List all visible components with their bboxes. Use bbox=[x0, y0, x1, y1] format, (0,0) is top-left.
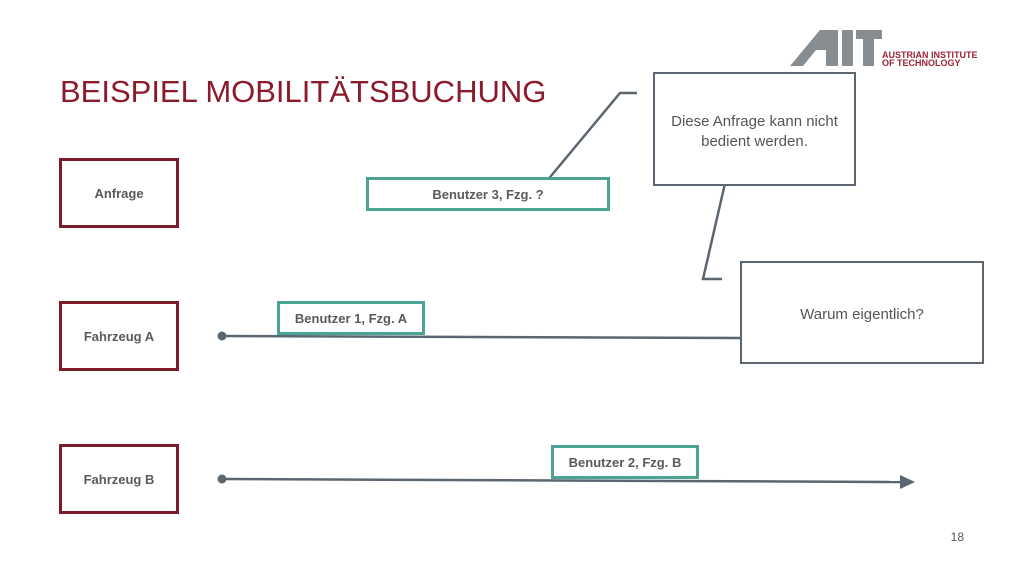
page-number: 18 bbox=[950, 530, 964, 544]
timeline-arrowhead-b bbox=[900, 475, 915, 489]
callout-why: Warum eigentlich? bbox=[740, 261, 984, 364]
timeline-start-dot-b bbox=[217, 474, 227, 484]
page-title: BEISPIEL MOBILITÄTSBUCHUNG bbox=[60, 74, 547, 109]
logo-line-1: AUSTRIAN INSTITUTE bbox=[882, 50, 978, 60]
ait-logo-icon bbox=[790, 30, 882, 66]
row-label-fahrzeug-b: Fahrzeug B bbox=[59, 444, 179, 514]
timeline-start-dot-a bbox=[217, 331, 227, 341]
timeline-fahrzeug-a bbox=[221, 334, 742, 340]
row-label-fahrzeug-a: Fahrzeug A bbox=[59, 301, 179, 371]
row-label-anfrage: Anfrage bbox=[59, 158, 179, 228]
timeline-fahrzeug-b bbox=[221, 477, 903, 484]
booking-benutzer-2: Benutzer 2, Fzg. B bbox=[551, 445, 699, 479]
callout-pointer-1 bbox=[540, 91, 637, 189]
booking-benutzer-3: Benutzer 3, Fzg. ? bbox=[366, 177, 610, 211]
ait-logo-text: AUSTRIAN INSTITUTE OF TECHNOLOGY bbox=[882, 50, 978, 68]
callout-not-servable: Diese Anfrage kann nicht bedient werden. bbox=[653, 72, 856, 186]
booking-benutzer-1: Benutzer 1, Fzg. A bbox=[277, 301, 425, 335]
callout-pointer-2 bbox=[701, 165, 731, 281]
logo-line-2: OF TECHNOLOGY bbox=[882, 58, 961, 68]
